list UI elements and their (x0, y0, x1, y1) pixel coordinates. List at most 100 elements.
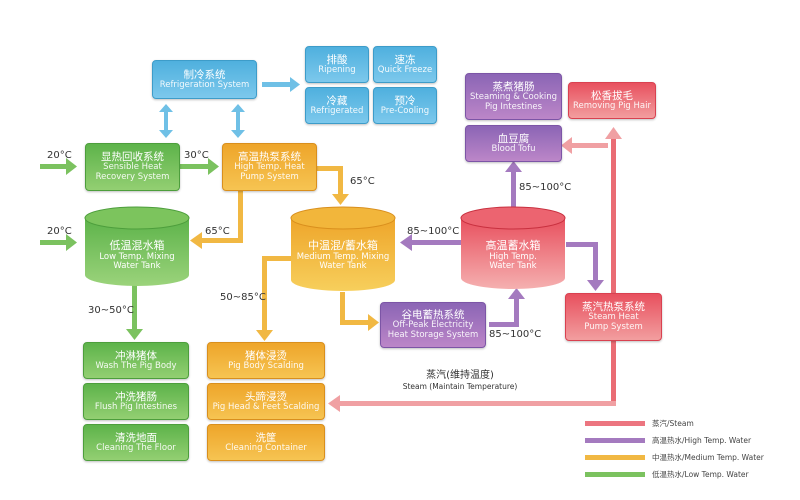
refrigerated-zh: 冷藏 (326, 94, 348, 107)
steaming-intestines-box: 蒸煮猪肠 Steaming & Cooking Pig Intestines (465, 73, 562, 120)
inlet-arrow-sensible (40, 158, 77, 175)
medium-tank-to-offpeak-arrow (340, 292, 379, 331)
sensible-heat-en2: Recovery System (95, 172, 170, 183)
low-tank-en2: Water Tank (113, 261, 161, 272)
temp-in-sensible: 20°C (47, 150, 72, 161)
high-tank-zh: 高温蓄水箱 (485, 239, 541, 252)
temp-medium-out: 50~85°C (220, 292, 266, 303)
sensible-heat-recovery-box: 显热回收系统 Sensible Heat Recovery System (85, 143, 180, 191)
temp-low-out: 30~50°C (88, 305, 134, 316)
head-feet-en: Pig Head & Feet Scalding (212, 401, 320, 412)
off-peak-en1: Off-Peak Electricity (392, 320, 474, 331)
steaming-en1: Steaming & Cooking (469, 91, 558, 102)
inlet-arrow-low-tank (40, 234, 77, 251)
legend-bar-medium-temp (585, 455, 645, 460)
refrigeration-system-box: 制冷系统 Refrigeration System (152, 60, 257, 99)
high-to-steam-pump-arrow (566, 242, 604, 291)
sensible-heat-en1: Sensible Heat (103, 162, 162, 173)
refrigerated-box: 冷藏 Refrigerated (305, 87, 369, 124)
quick-freeze-en: Quick Freeze (377, 64, 433, 75)
ripening-zh: 排酸 (326, 53, 348, 66)
legend-low-temp: 低温热水/Low Temp. Water (652, 470, 749, 479)
steam-pump-zh: 蒸汽热泵系统 (582, 301, 645, 314)
steam-label-en: Steam (Maintain Temperature) (402, 382, 518, 391)
pre-cooling-box: 预冷 Pre-Cooling (373, 87, 437, 124)
refrigerated-en: Refrigerated (310, 105, 364, 116)
steam-maintain-label: 蒸汽(维持温度) Steam (Maintain Temperature) (380, 370, 540, 391)
head-feet-zh: 头蹄浸烫 (245, 390, 287, 403)
temp-high-to-tofu: 85~100°C (519, 182, 572, 193)
cleaning-container-en: Cleaning Container (225, 442, 307, 453)
cleaning-floor-en: Cleaning The Floor (96, 442, 176, 453)
steam-to-tofu-arrow (561, 137, 608, 154)
steam-maintain-temp-arrow (328, 340, 616, 412)
temp-pump-to-medium: 65°C (350, 176, 375, 187)
wash-body-en: Wash The Pig Body (95, 360, 177, 371)
legend-bar-high-temp (585, 438, 645, 443)
legend-high-temp: 高温热水/High Temp. Water (652, 436, 752, 445)
medium-tank-en2: Water Tank (319, 261, 367, 272)
off-peak-storage-box: 谷电蓄热系统 Off-Peak Electricity Heat Storage… (380, 302, 486, 348)
high-to-tofu-arrow (505, 161, 522, 212)
sensible-heat-zh: 显热回收系统 (101, 151, 164, 164)
refrig-pump-double-arrow (231, 104, 245, 138)
low-tank-label: 低温混水箱 Low Temp. Mixing Water Tank (85, 239, 189, 272)
low-tank-zh: 低温混水箱 (109, 239, 165, 252)
refrigeration-system-zh: 制冷系统 (183, 68, 226, 81)
steam-pump-en1: Steam Heat (588, 312, 639, 323)
offpeak-to-high-arrow (489, 288, 525, 327)
cleaning-container-box: 洗筐 Cleaning Container (207, 424, 325, 461)
temp-offpeak-to-high: 85~100°C (489, 329, 542, 340)
medium-tank-en1: Medium Temp. Mixing (296, 251, 390, 262)
body-scalding-en: Pig Body Scalding (228, 360, 304, 371)
quick-freeze-zh: 速冻 (394, 53, 416, 66)
steam-pump-en2: Pump System (584, 322, 643, 333)
hair-zh: 松香拔毛 (591, 89, 633, 102)
high-tank-en1: High Temp. (489, 251, 537, 262)
temp-high-to-medium: 85~100°C (407, 226, 460, 237)
blood-tofu-zh: 血豆腐 (497, 132, 530, 145)
high-temp-tank (460, 206, 566, 289)
cleaning-floor-zh: 清洗地面 (115, 431, 157, 444)
legend-medium-temp: 中温热水/Medium Temp. Water (652, 453, 764, 462)
legend-bar-low-temp (585, 472, 645, 477)
removing-pig-hair-box: 松香拔毛 Removing Pig Hair (568, 82, 656, 119)
steaming-en2: Pig Intestines (484, 101, 543, 112)
legend-bar-steam (585, 421, 645, 426)
high-to-medium-arrow (400, 234, 462, 251)
quick-freeze-box: 速冻 Quick Freeze (373, 46, 437, 83)
ripening-en: Ripening (318, 64, 356, 75)
pig-body-scalding-box: 猪体浸烫 Pig Body Scalding (207, 342, 325, 379)
flush-intestines-en: Flush Pig Intestines (94, 401, 178, 412)
high-temp-heat-pump-box: 高温热泵系统 High Temp. Heat Pump System (222, 143, 317, 191)
cleaning-floor-box: 清洗地面 Cleaning The Floor (83, 424, 189, 461)
medium-temp-tank (290, 206, 396, 291)
refrig-sensible-double-arrow (159, 104, 173, 138)
refrig-to-outputs-arrow (262, 77, 300, 92)
temp-sensible-to-pump: 30°C (184, 150, 209, 161)
wash-body-zh: 冲淋猪体 (115, 349, 157, 362)
head-feet-scalding-box: 头蹄浸烫 Pig Head & Feet Scalding (207, 383, 325, 420)
high-tank-label: 高温蓄水箱 High Temp. Water Tank (461, 239, 565, 272)
flush-intestines-zh: 冲洗猪肠 (115, 390, 157, 403)
high-temp-pump-en1: High Temp. Heat (234, 162, 305, 173)
blood-tofu-box: 血豆腐 Blood Tofu (465, 125, 562, 162)
legend-steam: 蒸汽/Steam (652, 419, 694, 428)
steam-heat-pump-box: 蒸汽热泵系统 Steam Heat Pump System (565, 293, 662, 341)
pre-cooling-en: Pre-Cooling (380, 105, 430, 116)
high-tank-en2: Water Tank (489, 261, 537, 272)
steaming-zh: 蒸煮猪肠 (492, 80, 535, 93)
steam-label-zh: 蒸汽(维持温度) (426, 370, 494, 381)
hair-en: Removing Pig Hair (573, 100, 651, 111)
temp-pump-to-low: 65°C (205, 226, 230, 237)
ripening-box: 排酸 Ripening (305, 46, 369, 83)
flush-intestines-box: 冲洗猪肠 Flush Pig Intestines (83, 383, 189, 420)
cleaning-container-zh: 洗筐 (255, 431, 277, 444)
medium-tank-label: 中温混/蓄水箱 Medium Temp. Mixing Water Tank (291, 239, 395, 272)
pre-cooling-zh: 预冷 (394, 94, 416, 107)
medium-tank-zh: 中温混/蓄水箱 (308, 239, 378, 252)
refrigeration-system-en: Refrigeration System (159, 79, 250, 90)
temp-in-low-tank: 20°C (47, 226, 72, 237)
off-peak-en2: Heat Storage System (387, 330, 479, 341)
